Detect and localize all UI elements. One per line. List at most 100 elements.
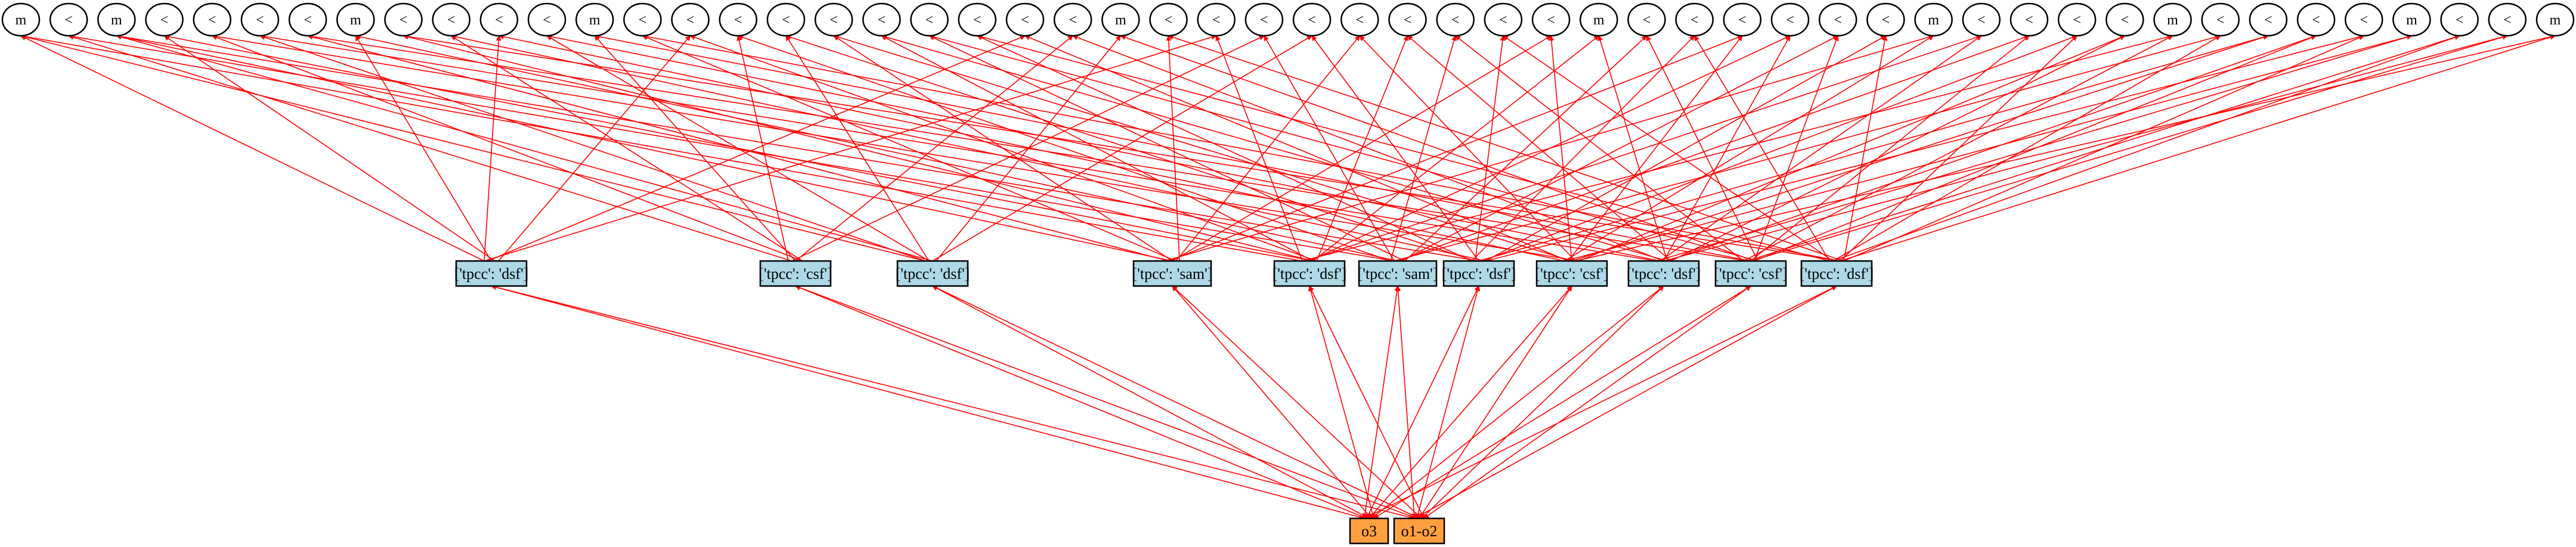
top-node-shape (384, 2, 423, 37)
top-node-label: < (1547, 13, 1555, 28)
mid-node-box (455, 260, 528, 287)
edge-mid-to-top-39 (881, 35, 1314, 262)
top-node-label: < (734, 13, 742, 28)
top-node-label: m (1115, 13, 1126, 28)
mid-node-label: ['tpcc': 'dsf'] (1627, 265, 1701, 282)
top-node-shape (1484, 2, 1523, 37)
edge-mid-to-top-67 (1549, 35, 1572, 262)
edge-mid-to-top-57 (932, 35, 1312, 262)
top-node-label: < (1882, 13, 1890, 28)
edge-bottom-to-mid-9 (1373, 285, 1751, 519)
top-node-label: < (447, 13, 456, 28)
top-node-shape (1197, 2, 1236, 37)
top-node-label: < (160, 13, 169, 28)
bottom-node-o3: o3 (1349, 517, 1389, 545)
top-node-shape (1866, 2, 1905, 37)
edge-mid-to-top-8 (163, 35, 496, 262)
edge-mid-to-top-6 (116, 34, 1173, 262)
mid-node-label: ['tpcc': 'csf'] (1535, 265, 1608, 282)
top-node-5: < (240, 2, 280, 37)
top-node-shape (958, 2, 997, 37)
edge-mid-to-top-16 (355, 35, 492, 262)
top-node-shape (240, 2, 280, 37)
mid-node-label: ['tpcc': 'dsf'] (1442, 265, 1516, 282)
edge-mid-to-top-10 (211, 35, 803, 262)
top-node-2: m (97, 2, 136, 37)
edge-mid-to-top-46 (795, 35, 1073, 262)
edge-mid-to-top-97 (1571, 35, 2269, 262)
top-node-shape (623, 2, 662, 37)
top-node-53: m (2535, 2, 2575, 37)
top-node-label: m (350, 13, 361, 28)
top-node-label: m (1928, 13, 1939, 28)
top-node-11: < (527, 2, 566, 37)
edge-mid-to-top-27 (594, 34, 1751, 262)
top-node-shape (1244, 2, 1284, 37)
edge-mid-to-top-98 (1667, 35, 2317, 262)
top-node-shape (1292, 2, 1332, 37)
top-node-label: < (1690, 13, 1699, 28)
top-node-3: < (145, 2, 184, 37)
edge-mid-to-top-7 (116, 33, 1479, 262)
mid-node-9: ['tpcc': 'csf'] (1714, 260, 1788, 287)
edge-mid-to-top-45 (1024, 35, 1569, 262)
mid-node-label: ['tpcc': 'sam'] (1132, 265, 1213, 282)
edge-bottom-to-mid-0 (491, 284, 1365, 520)
top-node-shape (1053, 2, 1092, 37)
top-node-shape (575, 2, 614, 37)
edge-mid-to-top-12 (259, 35, 926, 262)
edge-mid-to-top-104 (1747, 35, 2460, 262)
top-node-layer: m<m<<<<m<<<<m<<<<<<<<<<m<<<<<<<<<m<<<<<<… (1, 2, 2575, 37)
edge-mid-to-top-65 (1475, 35, 1506, 262)
edge-mid-to-top-54 (1264, 35, 1395, 262)
top-node-label: < (925, 13, 934, 28)
top-node-shape (1770, 2, 1810, 37)
edge-mid-to-top-80 (1843, 35, 1888, 262)
top-node-shape (1579, 2, 1618, 37)
top-node-shape (2535, 2, 2575, 37)
edge-mid-to-top-52 (1215, 35, 1303, 262)
edge-mid-to-top-51 (1168, 35, 1844, 262)
edge-mid-to-top-106 (1663, 34, 2508, 262)
edge-bottom-to-mid-17 (1415, 285, 1481, 519)
top-node-15: < (719, 2, 758, 37)
top-node-label: m (2406, 13, 2417, 28)
top-node-label: < (2121, 13, 2129, 28)
mid-node-box (896, 260, 969, 287)
top-node-shape (814, 2, 853, 37)
top-node-13: < (623, 2, 662, 37)
top-node-50: m (2392, 2, 2431, 37)
edge-mid-to-top-13 (259, 33, 1657, 262)
edge-bottom-to-mid-12 (795, 285, 1417, 520)
top-node-label: < (1451, 13, 1460, 28)
top-node-shape (97, 2, 136, 37)
mid-node-1: ['tpcc': 'csf'] (758, 260, 832, 287)
top-node-label: < (1308, 13, 1316, 28)
top-node-label: m (16, 13, 27, 28)
edge-mid-to-top-79 (1401, 35, 1838, 262)
top-node-label: < (1021, 13, 1029, 28)
top-node-32: < (1531, 2, 1571, 37)
top-node-label: < (878, 13, 886, 28)
edge-mid-to-top-66 (1172, 35, 1552, 262)
top-node-shape (2488, 2, 2527, 37)
edge-mid-to-top-49 (1120, 35, 1755, 262)
edge-mid-to-top-37 (833, 35, 1173, 262)
top-node-shape (1388, 2, 1427, 37)
edge-mid-to-top-22 (499, 34, 1565, 262)
edge-mid-to-top-75 (1168, 35, 1743, 262)
top-node-label: < (639, 13, 647, 28)
top-node-label: m (2167, 13, 2178, 28)
mid-node-label: ['tpcc': 'dsf'] (1800, 265, 1874, 282)
top-node-shape (479, 2, 519, 37)
top-node-43: < (2057, 2, 2097, 37)
top-node-label: < (2456, 13, 2464, 28)
top-node-24: < (1149, 2, 1188, 37)
top-node-label: < (1977, 13, 1986, 28)
mid-node-box (1132, 260, 1212, 287)
top-node-shape (1436, 2, 1475, 37)
top-node-label: < (973, 13, 982, 28)
edge-mid-to-top-26 (594, 35, 796, 262)
edge-mid-to-top-58 (1359, 35, 1576, 262)
